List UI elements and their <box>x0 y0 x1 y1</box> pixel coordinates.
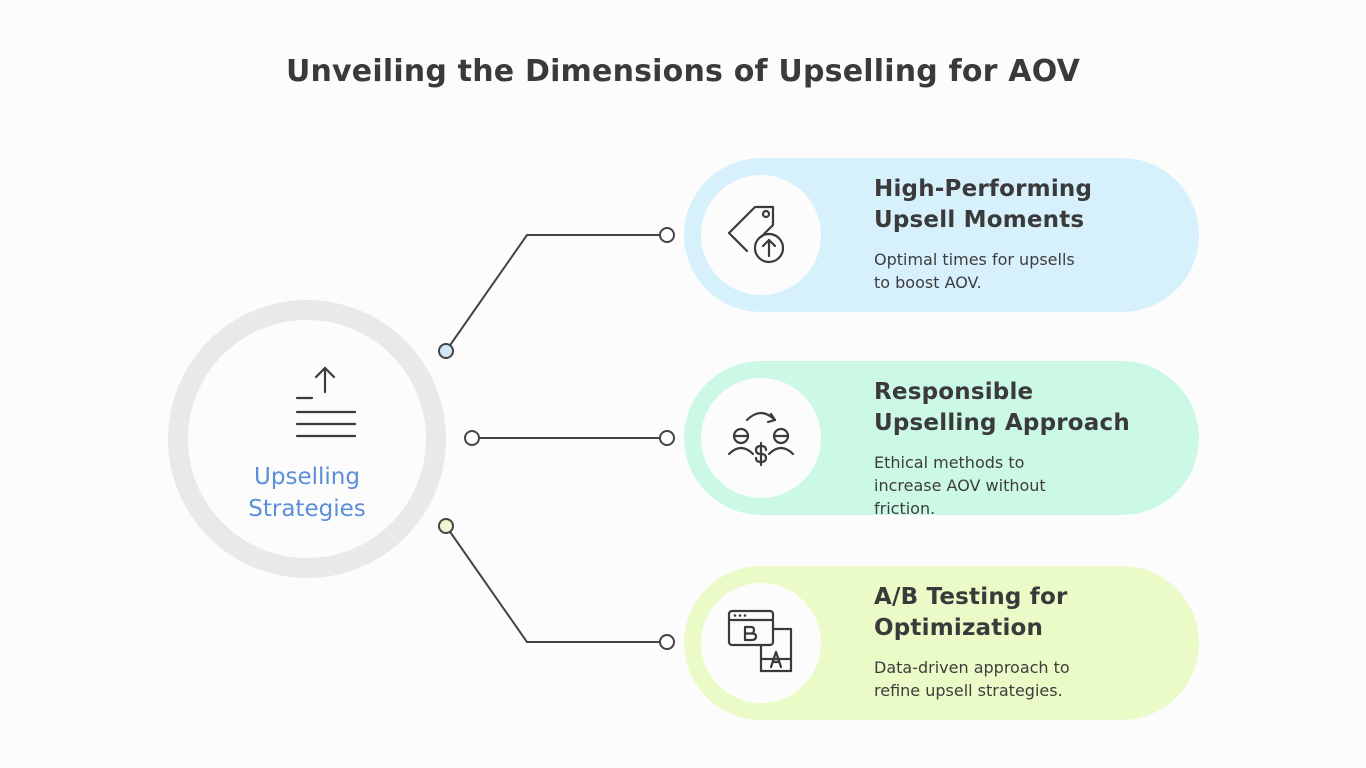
card-3-description: Data-driven approach to refine upsell st… <box>874 658 1070 700</box>
card-1-description: Optimal times for upsells to boost AOV. <box>874 250 1075 292</box>
card-1-ring <box>684 158 838 312</box>
connector-2-end-node <box>659 430 675 446</box>
connector-3 <box>445 525 667 643</box>
upload-lines-icon <box>295 366 356 438</box>
hub-circle: Upselling Strategies <box>168 300 446 578</box>
card-2-description: Ethical methods to increase AOV without … <box>874 453 1046 518</box>
card-1-title: High-Performing Upsell Moments <box>874 176 1093 233</box>
connector-1 <box>445 234 667 352</box>
connector-3-end-node <box>659 634 675 650</box>
card-responsible: Responsible Upselling Approach Ethical m… <box>684 361 1199 518</box>
card-3-ring <box>684 566 838 720</box>
page-title: Unveiling the Dimensions of Upselling fo… <box>285 54 1081 89</box>
connector-2-start-node <box>464 430 480 446</box>
card-high-performing: High-Performing Upsell Moments Optimal t… <box>684 158 1199 312</box>
card-3-title: A/B Testing for Optimization <box>874 584 1068 641</box>
hub-label: Upselling Strategies <box>248 464 366 522</box>
ab-test-windows-icon <box>727 609 793 673</box>
card-2-title: Responsible Upselling Approach <box>874 379 1130 436</box>
card-ab-testing: A/B Testing for Optimization Data-driven… <box>684 566 1199 720</box>
connector-1-start-node <box>438 343 454 359</box>
connector-1-end-node <box>659 227 675 243</box>
exchange-people-dollar-icon <box>727 411 795 467</box>
price-tag-up-arrow-icon <box>727 205 785 264</box>
connector-3-start-node <box>438 518 454 534</box>
card-2-ring <box>684 361 838 515</box>
